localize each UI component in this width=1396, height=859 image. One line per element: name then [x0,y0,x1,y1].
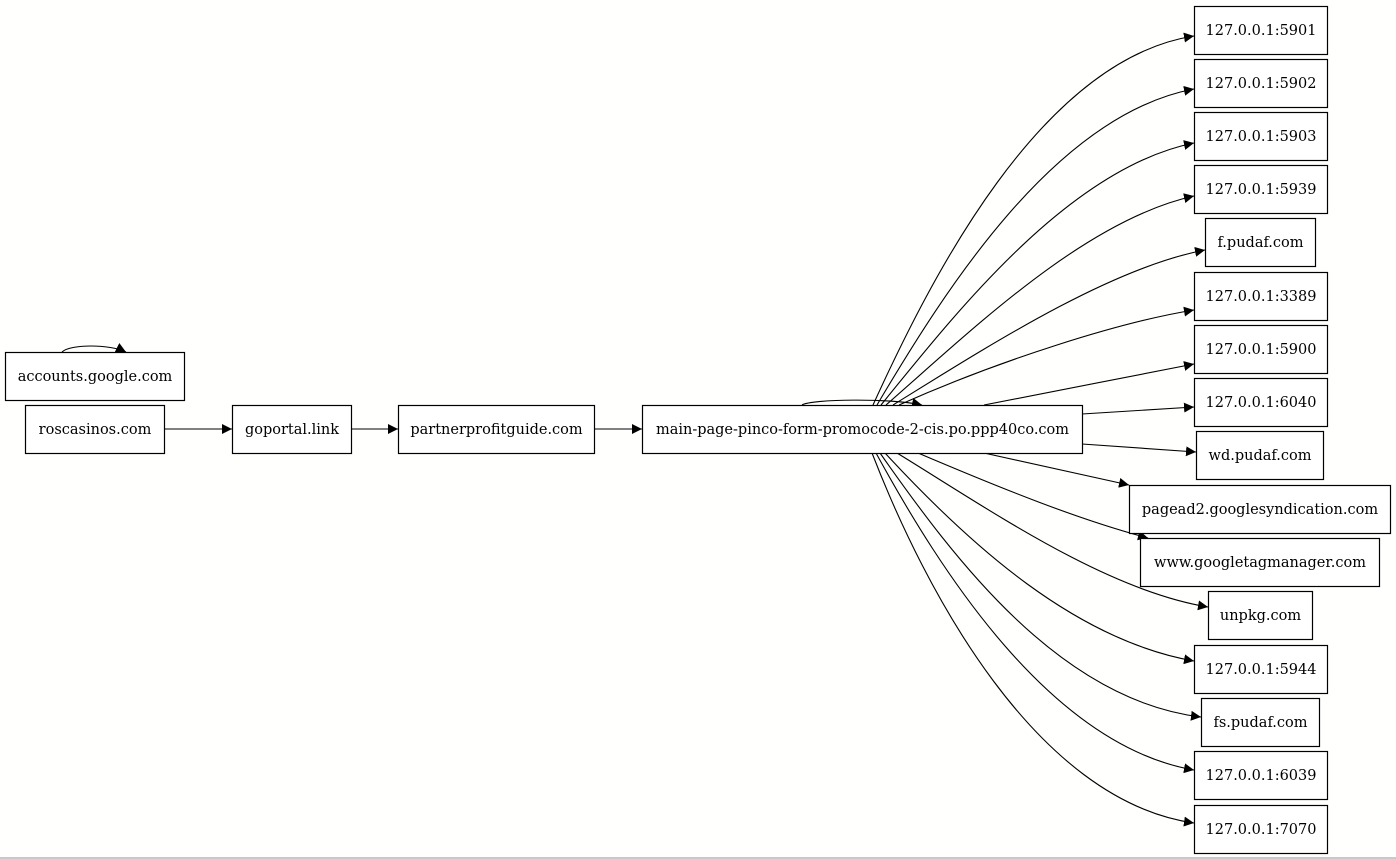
node-label: wd.pudaf.com [1209,448,1312,464]
node-label: f.pudaf.com [1217,235,1303,251]
node-box [641,404,1084,455]
node-box [397,404,596,455]
node-pagead2-googlesyndication-com: pagead2.googlesyndication.com [1128,484,1392,535]
node-127-0-0-1-5903: 127.0.0.1:5903 [1193,111,1329,162]
node-box [1193,58,1329,109]
node-box [1200,697,1321,748]
edge-main-page-pinco-form-promocode-2-cis-po-ppp40co-com-to-pagead2-googlesyndication-com [983,452,1130,488]
node-label: 127.0.0.1:7070 [1206,822,1317,838]
node-label: www.googletagmanager.com [1154,555,1366,571]
node-www-googletagmanager-com: www.googletagmanager.com [1139,537,1381,588]
node-label: 127.0.0.1:5900 [1206,342,1317,358]
bottom-border [0,857,1396,859]
node-partnerprofitguide-com: partnerprofitguide.com [397,404,596,455]
edge-main-page-pinco-form-promocode-2-cis-po-ppp40co-com-to-127-0-0-1-7070 [871,452,1195,827]
edge-main-page-pinco-form-promocode-2-cis-po-ppp40co-com-to-main-page-pinco-form-promocode-2-cis-po-ppp40co-com [801,397,923,408]
node-box [1139,537,1381,588]
edge-main-page-pinco-form-promocode-2-cis-po-ppp40co-com-to-wd-pudaf-com [1081,443,1197,457]
node-label: main-page-pinco-form-promocode-2-cis.po.… [656,422,1069,438]
node-127-0-0-1-5902: 127.0.0.1:5902 [1193,58,1329,109]
node-label: pagead2.googlesyndication.com [1142,502,1378,518]
edge-main-page-pinco-form-promocode-2-cis-po-ppp40co-com-to-127-0-0-1-5903 [880,140,1195,406]
edge-main-page-pinco-form-promocode-2-cis-po-ppp40co-com-to-fs-pudaf-com [879,452,1202,721]
node-box [1193,377,1329,428]
node-box [1195,430,1325,481]
edge-main-page-pinco-form-promocode-2-cis-po-ppp40co-com-to-unpkg-com [896,452,1209,611]
node-box [1193,804,1329,855]
node-127-0-0-1-5900: 127.0.0.1:5900 [1193,324,1329,375]
node-box [1204,217,1317,268]
nodes-layer: accounts.google.com roscasinos.com goporta… [4,5,1392,855]
edge-main-page-pinco-form-promocode-2-cis-po-ppp40co-com-to-127-0-0-1-6039 [875,452,1195,774]
node-label: unpkg.com [1220,608,1301,624]
node-127-0-0-1-6040: 127.0.0.1:6040 [1193,377,1329,428]
edge-main-page-pinco-form-promocode-2-cis-po-ppp40co-com-to-127-0-0-1-5939 [885,193,1195,406]
node-goportal-link: goportal.link [231,404,353,455]
node-f-pudaf-com: f.pudaf.com [1204,217,1317,268]
node-label: roscasinos.com [39,422,152,438]
node-box [1193,750,1329,801]
edge-main-page-pinco-form-promocode-2-cis-po-ppp40co-com-to-127-0-0-1-5944 [884,452,1195,665]
node-label: 127.0.0.1:5902 [1206,76,1317,92]
node-box [1193,5,1329,56]
node-box [1193,324,1329,375]
edge-accounts-google-com-to-accounts-google-com [61,343,127,353]
edge-main-page-pinco-form-promocode-2-cis-po-ppp40co-com-to-127-0-0-1-5902 [876,85,1195,406]
node-127-0-0-1-5901: 127.0.0.1:5901 [1193,5,1329,56]
node-127-0-0-1-7070: 127.0.0.1:7070 [1193,804,1329,855]
node-box [1128,484,1392,535]
node-box [24,404,166,455]
node-accounts-google-com: accounts.google.com [4,351,186,402]
edge-main-page-pinco-form-promocode-2-cis-po-ppp40co-com-to-127-0-0-1-6040 [1081,402,1195,415]
edge-main-page-pinco-form-promocode-2-cis-po-ppp40co-com-to-127-0-0-1-3389 [898,306,1195,406]
edge-main-page-pinco-form-promocode-2-cis-po-ppp40co-com-to-f-pudaf-com [892,246,1206,406]
node-label: 127.0.0.1:6040 [1206,395,1317,411]
node-label: fs.pudaf.com [1213,715,1307,731]
node-label: accounts.google.com [18,369,173,385]
node-box [231,404,353,455]
node-label: 127.0.0.1:5901 [1206,23,1317,39]
node-127-0-0-1-5939: 127.0.0.1:5939 [1193,164,1329,215]
node-label: partnerprofitguide.com [410,422,583,438]
edge-main-page-pinco-form-promocode-2-cis-po-ppp40co-com-to-127-0-0-1-5901 [872,32,1195,406]
node-label: 127.0.0.1:5944 [1206,662,1317,678]
edge-main-page-pinco-form-promocode-2-cis-po-ppp40co-com-to-www-googletagmanager-com [917,452,1149,541]
node-127-0-0-1-3389: 127.0.0.1:3389 [1193,271,1329,322]
node-box [1193,644,1329,695]
node-wd-pudaf-com: wd.pudaf.com [1195,430,1325,481]
node-roscasinos-com: roscasinos.com [24,404,166,455]
node-box [1193,111,1329,162]
node-box [4,351,186,402]
edges-layer [61,32,1209,827]
node-unpkg-com: unpkg.com [1207,590,1314,641]
node-label: 127.0.0.1:5939 [1206,182,1317,198]
node-main-page-pinco-form-promocode-2-cis-po-ppp40co-com: main-page-pinco-form-promocode-2-cis.po.… [641,404,1084,455]
node-127-0-0-1-5944: 127.0.0.1:5944 [1193,644,1329,695]
node-box [1207,590,1314,641]
node-box [1193,271,1329,322]
node-127-0-0-1-6039: 127.0.0.1:6039 [1193,750,1329,801]
node-fs-pudaf-com: fs.pudaf.com [1200,697,1321,748]
node-label: goportal.link [245,422,339,438]
node-label: 127.0.0.1:5903 [1206,129,1317,145]
node-label: 127.0.0.1:3389 [1206,289,1317,305]
node-box [1193,164,1329,215]
node-label: 127.0.0.1:6039 [1206,768,1317,784]
edge-main-page-pinco-form-promocode-2-cis-po-ppp40co-com-to-127-0-0-1-5900 [983,361,1195,406]
